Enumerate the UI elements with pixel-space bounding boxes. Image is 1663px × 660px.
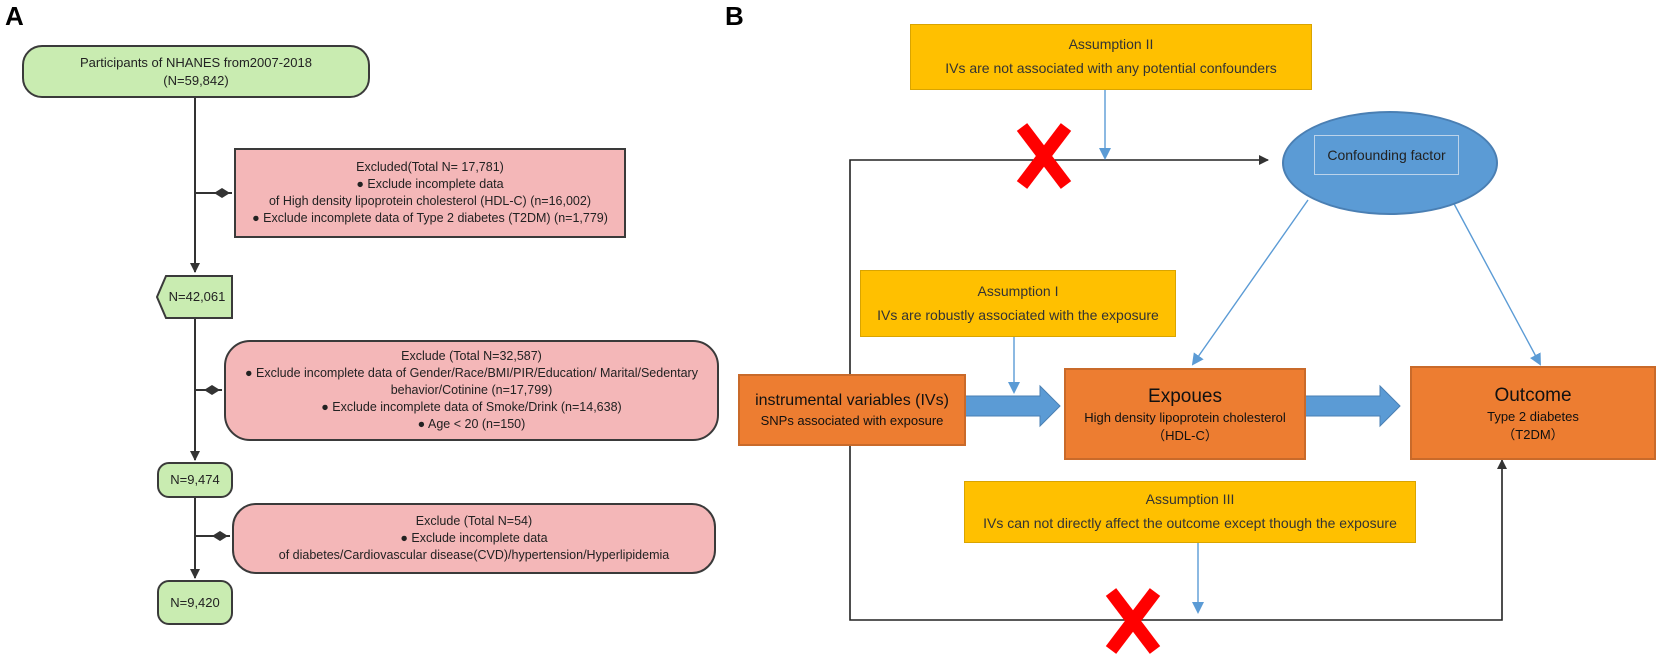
assumption3-box: Assumption III IVs can not directly affe… [964, 481, 1416, 543]
assumption1-text: IVs are robustly associated with the exp… [877, 306, 1159, 323]
excluded3-line: ● Exclude incomplete data [400, 531, 548, 546]
count3-box: N=9,420 [157, 580, 233, 625]
panel-label-b: B [725, 1, 744, 31]
outcome-box: Outcome Type 2 diabetes （T2DM） [1410, 366, 1656, 460]
count2-box: N=9,474 [157, 462, 233, 498]
exposure-box: Expoues High density lipoprotein cholest… [1064, 368, 1306, 460]
diamond-icon [214, 188, 230, 198]
exposure-line3: （HDL-C） [1152, 427, 1218, 443]
blue-block-arrow-icon [1304, 384, 1401, 428]
diamond-icon [212, 531, 228, 541]
blue-block-arrow-icon [964, 384, 1061, 428]
outcome-title: Outcome [1494, 384, 1572, 406]
block-arrows [964, 384, 1401, 428]
excluded2-line: ● Exclude incomplete data of Gender/Race… [245, 366, 698, 381]
exposure-line2: High density lipoprotein cholesterol [1084, 410, 1286, 426]
ivs-box: instrumental variables (IVs) SNPs associ… [738, 374, 966, 446]
excluded2-line: ● Exclude incomplete data of Smoke/Drink… [321, 399, 622, 414]
excluded2-line: behavior/Cotinine (n=17,799) [390, 383, 553, 398]
ivs-title: instrumental variables (IVs) [755, 392, 949, 410]
mr-blue-connectors [1008, 90, 1541, 614]
start-line1: Participants of NHANES from2007-2018 [80, 54, 312, 70]
assumption2-title: Assumption II [1068, 36, 1154, 53]
excluded2-line: Exclude (Total N=32,587) [401, 349, 542, 364]
branch-diamonds [204, 188, 230, 541]
assumption2-text: IVs are not associated with any potentia… [945, 60, 1277, 76]
assumption3-text: IVs can not directly affect the outcome … [983, 515, 1397, 531]
ivs-subtitle: SNPs associated with exposure [760, 413, 944, 429]
red-x-mark-icon [1016, 123, 1072, 189]
assumption1-title: Assumption I [977, 282, 1059, 299]
start-participants-box: Participants of NHANES from2007-2018 (N=… [22, 45, 370, 98]
excluded3-line: of diabetes/Cardiovascular disease(CVD)/… [278, 547, 670, 562]
red-x-marks [1016, 123, 1161, 654]
mr-black-connectors [849, 155, 1507, 621]
diamond-icon [204, 385, 220, 395]
arrow-confounder-to-outcome [1451, 199, 1541, 366]
arrow-iv-to-outcome [849, 436, 1507, 621]
excluded3-line: Exclude (Total N=54) [415, 514, 533, 529]
count1-label: N=42,061 [168, 289, 226, 305]
excluded1-line: ● Exclude incomplete data [356, 177, 504, 192]
outcome-line3: （T2DM） [1502, 426, 1564, 442]
excluded1-line: Excluded(Total N= 17,781) [356, 160, 504, 175]
count1-box [156, 275, 233, 319]
exposure-title: Expoues [1148, 385, 1222, 407]
arrow-iv-to-confounder [849, 155, 1269, 436]
red-x-mark-icon [1105, 588, 1161, 654]
start-line2: (N=59,842) [163, 72, 229, 88]
excluded2-box: Exclude (Total N=32,587) ● Exclude incom… [224, 340, 719, 441]
assumption1-box: Assumption I IVs are robustly associated… [860, 270, 1176, 337]
confounding-factor-label: Confounding factor [1314, 135, 1459, 175]
arrow-confounder-to-exposure [1191, 199, 1309, 366]
flowchart-connectors [190, 98, 232, 579]
excluded3-box: Exclude (Total N=54) ● Exclude incomplet… [232, 503, 716, 574]
excluded2-line: ● Age < 20 (n=150) [417, 416, 526, 431]
excluded1-box: Excluded(Total N= 17,781) ● Exclude inco… [234, 148, 626, 238]
assumption3-title: Assumption III [1145, 491, 1235, 508]
outcome-line2: Type 2 diabetes [1487, 409, 1579, 425]
excluded1-line: ● Exclude incomplete data of Type 2 diab… [252, 210, 608, 225]
excluded1-line: of High density lipoprotein cholesterol … [268, 194, 592, 208]
panel-label-a: A [5, 1, 24, 31]
confounding-factor-ellipse [1282, 111, 1498, 215]
assumption2-box: Assumption II IVs are not associated wit… [910, 24, 1312, 90]
